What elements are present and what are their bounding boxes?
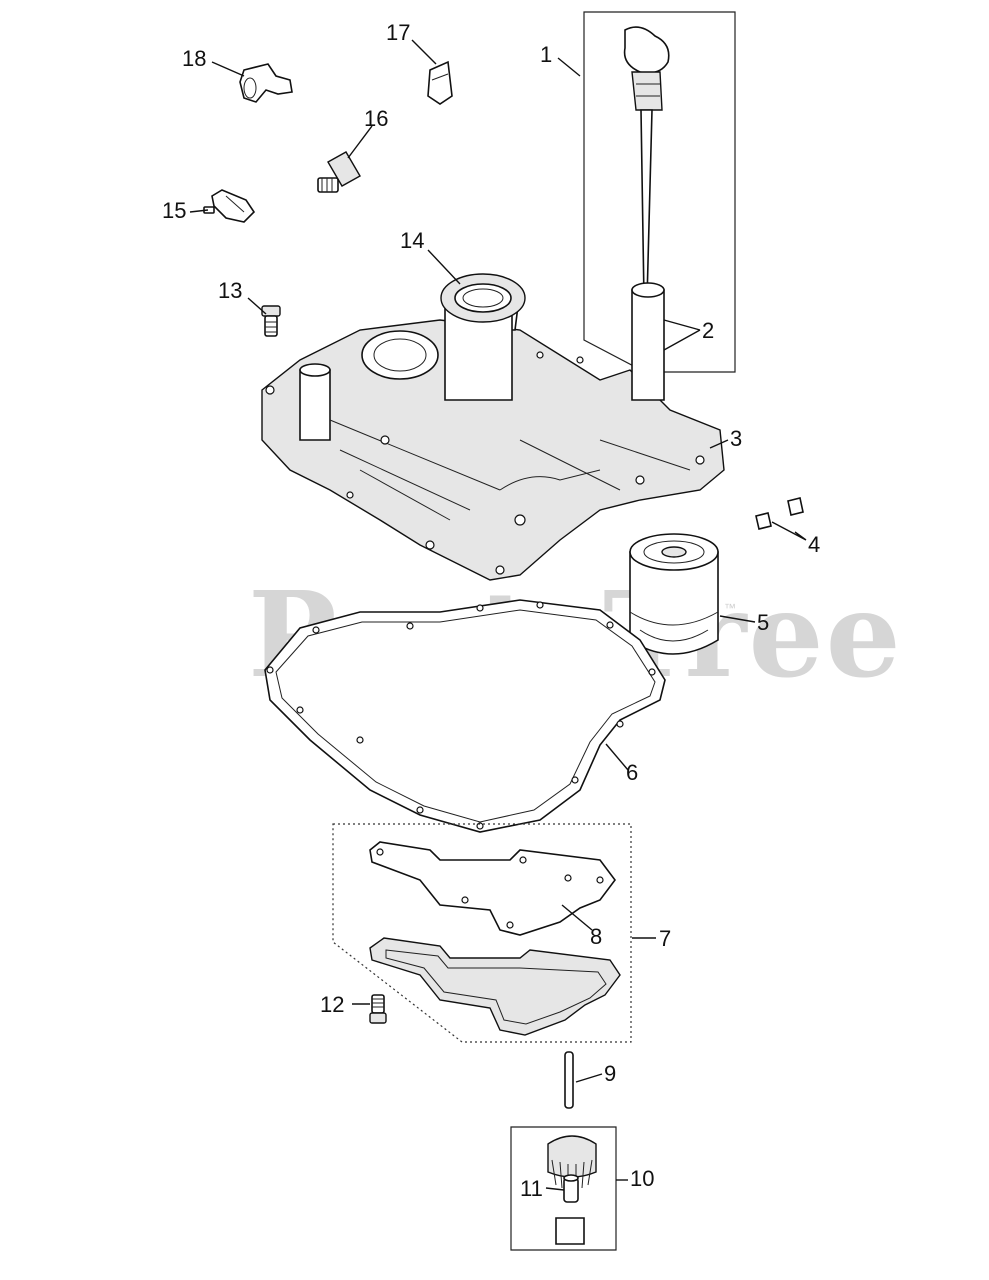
part-15-sensor[interactable]: [203, 189, 256, 223]
callout-14[interactable]: 14: [400, 228, 424, 253]
callout-16[interactable]: 16: [364, 106, 388, 131]
part-8-plate[interactable]: [369, 841, 621, 1036]
callout-15[interactable]: 15: [162, 198, 186, 223]
part-16-fitting[interactable]: [317, 151, 361, 193]
callout-8[interactable]: 8: [590, 924, 602, 949]
part-13-bolt[interactable]: [261, 305, 281, 337]
part-4-plugs[interactable]: [755, 497, 804, 530]
part-12-bolt[interactable]: [369, 994, 387, 1024]
part-9-pin[interactable]: [564, 1051, 574, 1109]
leader-lines: [189, 39, 807, 1191]
callout-17[interactable]: 17: [386, 20, 410, 45]
part-11-spacer[interactable]: [555, 1174, 585, 1245]
callout-10[interactable]: 10: [630, 1166, 654, 1191]
part-18-elbow-fitting[interactable]: [239, 63, 293, 103]
callout-5[interactable]: 5: [757, 610, 769, 635]
callout-11[interactable]: 11: [520, 1176, 543, 1201]
part-7-plate-kit[interactable]: [332, 823, 632, 1043]
callout-4[interactable]: 4: [808, 532, 820, 557]
part-14-seal[interactable]: [440, 273, 526, 323]
callout-12[interactable]: 12: [320, 992, 344, 1017]
part-5-oil-filter[interactable]: [629, 533, 719, 655]
part-17-clip[interactable]: [427, 60, 453, 105]
callout-18[interactable]: 18: [182, 46, 206, 71]
callout-labels: 1 2 3 4 5 6 7 8 9 10 11 12 13 14 15 16 1…: [162, 20, 820, 1201]
part-1-dipstick[interactable]: [583, 11, 736, 373]
callout-6[interactable]: 6: [626, 760, 638, 785]
watermark-trademark: ™: [724, 601, 736, 615]
callout-3[interactable]: 3: [730, 426, 742, 451]
callout-13[interactable]: 13: [218, 278, 242, 303]
callout-2[interactable]: 2: [702, 318, 714, 343]
part-6-gasket[interactable]: [264, 599, 666, 833]
callout-9[interactable]: 9: [604, 1061, 616, 1086]
callout-1[interactable]: 1: [540, 42, 552, 67]
callout-7[interactable]: 7: [659, 926, 671, 951]
